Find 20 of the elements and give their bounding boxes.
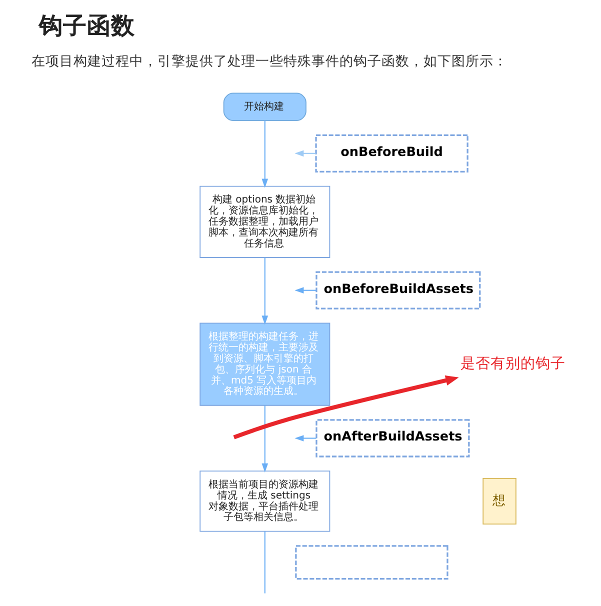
node-box: onBeforeBuildAssets [316,271,481,310]
node-box: 根据当前项目的资源构建情况，生成 settings 对象数据，平台插件处理子包等相关信息。 [200,470,330,532]
node-box: onBeforeBuild [315,134,468,172]
label: 在项目构建过程中，引擎提供了处理一些特殊事件的钩子函数，如下图所示： [32,53,508,70]
node-text: 是否有别的钩子 [460,354,566,372]
arrow [294,435,316,442]
arrow [262,258,268,325]
diagram-title: 钩子函数 [38,12,135,40]
connector [264,532,266,594]
node-box: 根据整理的构建任务，进行统一的构建，主要涉及到资源、脚本引擎的打包、序列化与 json 合并、md5 写入等项目内各种资源的生成。 [200,322,330,406]
node-box [295,545,448,580]
node-box: 想 [482,478,516,524]
arrow [262,405,268,472]
arrow [262,120,268,188]
arrow [233,375,459,440]
node-box: 构建 options 数据初始化，资源信息库初始化，任务数据整理，加载用户脚本，查询本次构建所有任务信息 [200,186,330,258]
arrow [294,287,316,294]
arrow [294,150,316,157]
node-box: 开始构建 [223,92,306,121]
node-box: onAfterBuildAssets [316,419,470,458]
